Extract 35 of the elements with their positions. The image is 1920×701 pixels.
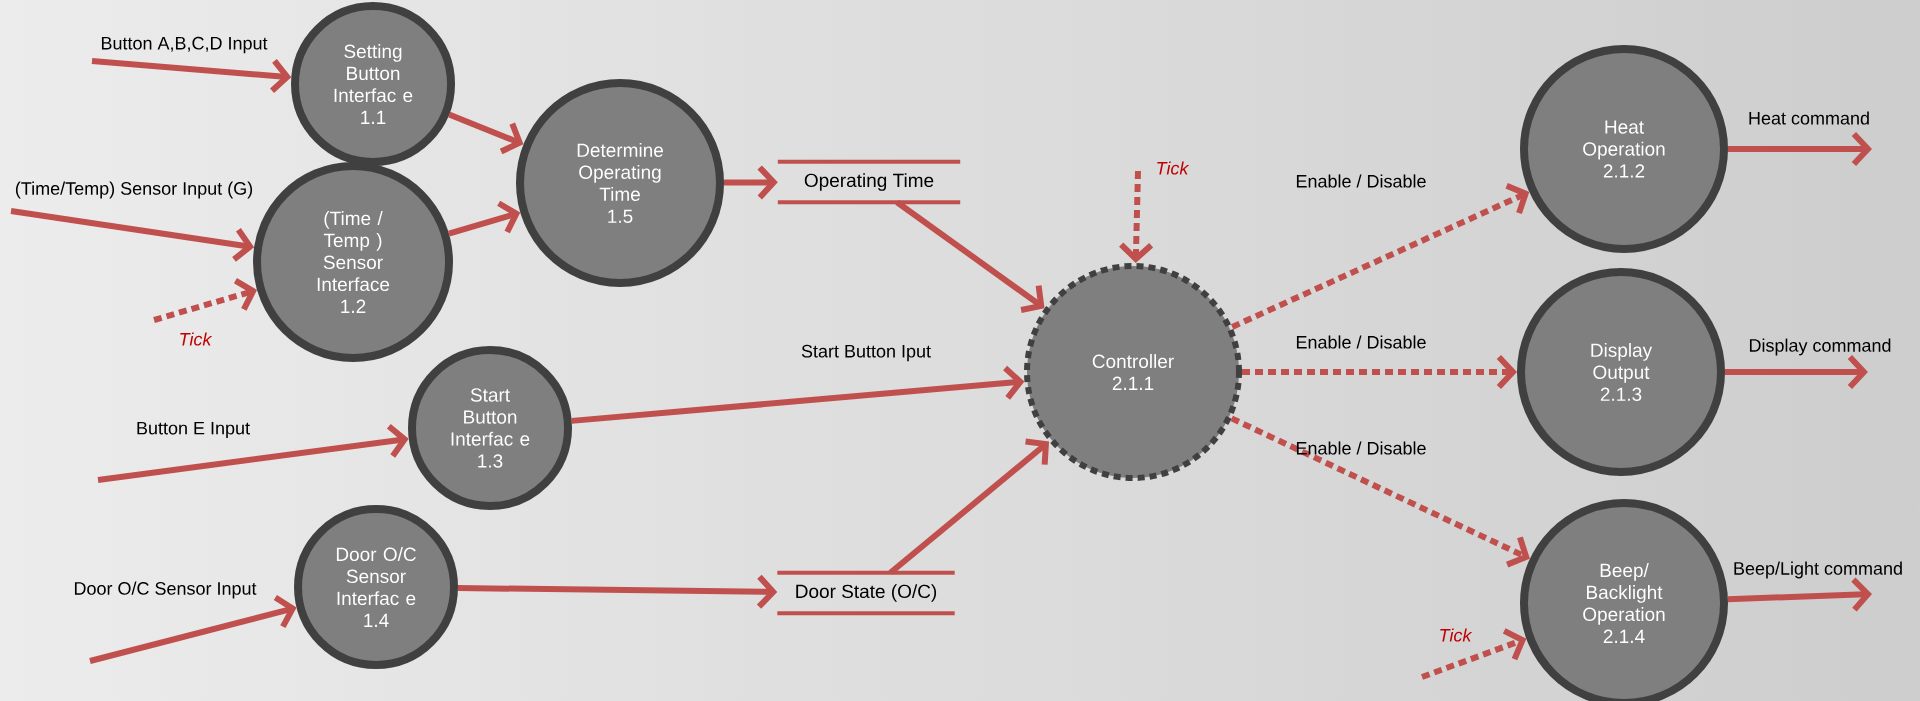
arrow	[97, 423, 409, 483]
arrow	[448, 111, 524, 155]
arrow	[1727, 577, 1872, 612]
edge-label: Beep/Light command	[1734, 561, 1902, 579]
arrow	[1119, 170, 1154, 264]
arrow	[888, 438, 1050, 576]
arrow	[1242, 354, 1517, 390]
edge-label: Heat command	[1749, 111, 1869, 125]
arrow	[153, 278, 258, 323]
edge-label: Door O/C Sensor Input	[74, 581, 257, 599]
arrow	[10, 208, 255, 262]
edge-label: Start Button Iput	[801, 344, 931, 362]
arrow	[457, 574, 778, 609]
edge-label: Enable / Disable	[1296, 441, 1426, 455]
edge-label: Tick	[180, 332, 213, 346]
arrow	[895, 199, 1045, 313]
arrow	[1420, 628, 1527, 680]
edge-label: Tick	[1157, 161, 1190, 175]
arrow	[1230, 415, 1530, 568]
arrow	[1725, 354, 1868, 390]
arrow	[1728, 131, 1872, 167]
arrow	[91, 58, 292, 93]
data-store: Operating Time	[777, 159, 961, 205]
edge-label: Display command	[1749, 338, 1891, 356]
arrow	[1231, 183, 1530, 330]
arrow	[448, 200, 521, 237]
arrow	[89, 595, 297, 664]
edge-label: Tick	[1440, 628, 1473, 642]
arrow	[571, 365, 1025, 424]
edge-label: Button E Input	[137, 421, 250, 439]
data-store: Door State (O/C)	[777, 570, 955, 616]
edge-label: Button A,B,C,D Input	[101, 36, 268, 54]
edge-label: (Time/Temp) Sensor Input (G)	[15, 181, 253, 199]
edge-label: Enable / Disable	[1296, 335, 1426, 349]
edge-label: Enable / Disable	[1296, 174, 1426, 188]
